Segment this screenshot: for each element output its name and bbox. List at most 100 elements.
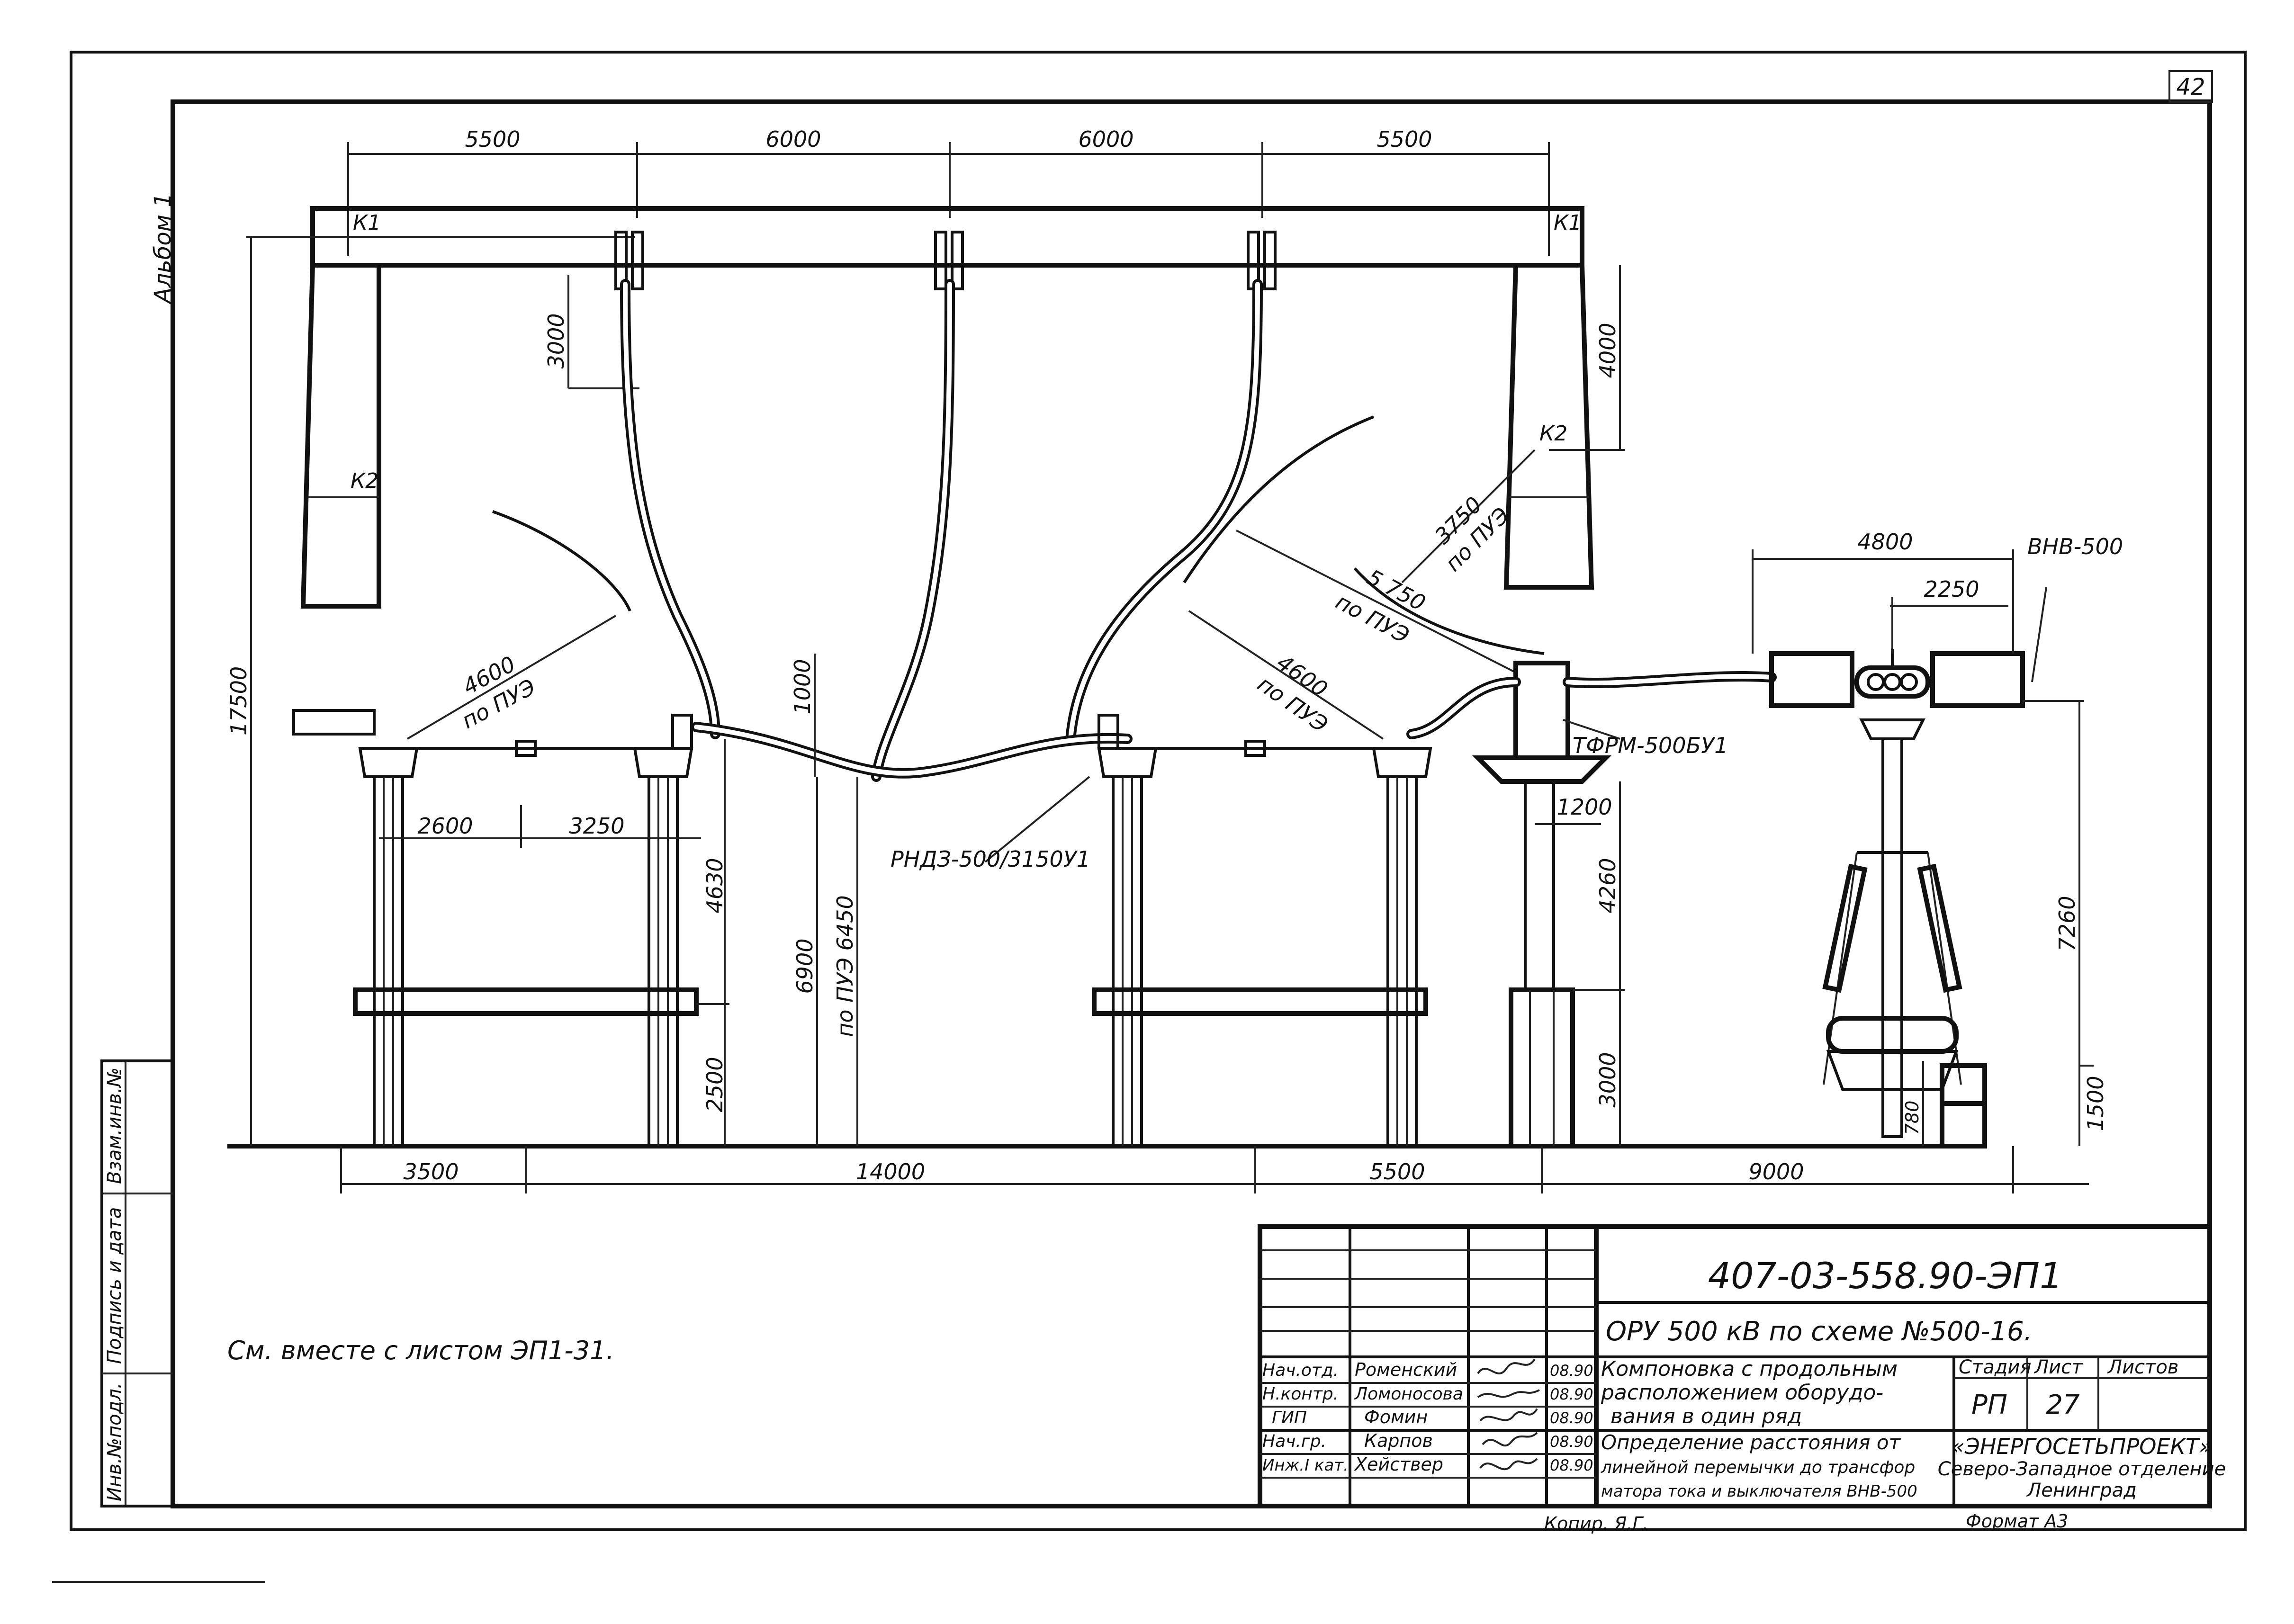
breaker-label: ВНВ-500 <box>2027 534 2123 559</box>
dim-4260: 4260 <box>1595 858 1620 913</box>
outer-frame <box>70 51 2247 1531</box>
inner-frame <box>171 99 2212 1508</box>
name-2: Ломоносова <box>1354 1384 1463 1404</box>
name-5: Хействер <box>1354 1454 1443 1475</box>
role-4: Нач.гр. <box>1262 1432 1326 1451</box>
org-city: Ленинград <box>2026 1480 2137 1501</box>
disconnector-left <box>353 714 699 1148</box>
disconnector-label: РНДЗ-500/3150У1 <box>891 846 1090 872</box>
radius-line <box>1401 449 1536 583</box>
k2-right-label: К2 <box>1539 422 1567 446</box>
incoming-conductor <box>292 709 376 736</box>
title1-line3: вания в один ряд <box>1610 1404 1802 1428</box>
role-5: Инж.I кат. <box>1262 1456 1349 1475</box>
dim-top-4: 5500 <box>1376 126 1432 152</box>
dim-6450: по ПУЭ 6450 <box>832 895 858 1037</box>
album-label: Альбом 1 <box>150 193 176 305</box>
dim-bottom-2: 14000 <box>856 1159 925 1184</box>
stage-value: РП <box>1971 1390 2007 1420</box>
dim-3250: 3250 <box>569 813 624 839</box>
sheets-header: Листов <box>2107 1356 2178 1378</box>
side-stamp: Инв.№подл. Подпись и дата Взам.инв.№ <box>100 1059 174 1507</box>
disconnector-right <box>1092 714 1432 1148</box>
dim-1000: 1000 <box>790 659 815 714</box>
role-3: ГИП <box>1272 1408 1307 1427</box>
signature-3 <box>1479 1408 1538 1422</box>
title2-line1: Определение расстояния от <box>1601 1431 1901 1454</box>
k2-left-label: К2 <box>351 469 378 493</box>
dropper-3 <box>1065 279 1263 744</box>
dim-3000: 3000 <box>543 313 569 368</box>
dropper-1 <box>620 279 720 739</box>
leader-line <box>984 776 1090 863</box>
date-3: 08.90 <box>1550 1409 1593 1427</box>
k1-right-label: К1 <box>1554 211 1582 235</box>
dim-780: 780 <box>1902 1101 1923 1135</box>
dim-bottom-1: 3500 <box>403 1159 459 1184</box>
sheet-number: 42 <box>2176 74 2205 100</box>
paper-format: Формат А3 <box>1966 1511 2068 1532</box>
clearance-arc-mid <box>1183 415 1375 583</box>
date-5: 08.90 <box>1550 1456 1593 1474</box>
dim-2500: 2500 <box>702 1057 728 1112</box>
dim-1200: 1200 <box>1556 794 1612 820</box>
dim-3000b: 3000 <box>1595 1052 1620 1107</box>
dim-top-3: 6000 <box>1078 126 1134 152</box>
dim-4800: 4800 <box>1857 529 1913 555</box>
sign-date-label: Подпись и дата <box>104 1207 126 1364</box>
dim-6900: 6900 <box>792 938 818 994</box>
dim-bottom-3: 5500 <box>1369 1159 1425 1184</box>
conductor-clamp <box>1244 740 1266 757</box>
dim-1500: 1500 <box>2083 1076 2108 1131</box>
dim-4630: 4630 <box>702 858 728 913</box>
ct-connection-left <box>1406 677 1521 739</box>
breaker-vnv500 <box>1769 649 2025 1148</box>
left-portal-column <box>300 263 381 609</box>
dim-bottom-4: 9000 <box>1748 1159 1804 1184</box>
transformer-label: ТФРМ-500БУ1 <box>1573 733 1728 758</box>
see-also-note: См. вместе с листом ЭП1-31. <box>227 1336 614 1365</box>
dim-2600: 2600 <box>417 813 473 839</box>
project-title: ОРУ 500 кВ по схеме №500-16. <box>1606 1316 2032 1347</box>
stage-header: Стадия <box>1959 1356 2031 1378</box>
sheet-value: 27 <box>2046 1390 2080 1420</box>
conductor-clamp <box>515 740 537 757</box>
clearance-arc-right <box>1353 567 1545 655</box>
radius-line <box>1188 610 1384 740</box>
dim-4000: 4000 <box>1595 323 1620 378</box>
dim-2250: 2250 <box>1924 576 1979 602</box>
dim-top-1: 5500 <box>465 126 520 152</box>
dropper-2 <box>871 279 955 782</box>
clearance-arc-left <box>492 510 631 612</box>
sheet-number-box <box>2168 70 2213 103</box>
date-1: 08.90 <box>1550 1362 1593 1380</box>
title-block: 407-03-558.90-ЭП1 ОРУ 500 кВ по схеме №5… <box>1258 1224 2226 1508</box>
date-2: 08.90 <box>1550 1385 1593 1403</box>
date-4: 08.90 <box>1550 1433 1593 1451</box>
inv-orig-label: Инв.№подл. <box>104 1382 126 1501</box>
dim-7260: 7260 <box>2054 896 2080 951</box>
radius-line <box>1236 529 1516 673</box>
role-2: Н.контр. <box>1262 1384 1339 1404</box>
name-4: Карпов <box>1364 1430 1433 1451</box>
lower-busbar <box>691 722 1133 779</box>
signature-4 <box>1482 1432 1538 1447</box>
name-1: Роменский <box>1355 1359 1457 1380</box>
signature-1 <box>1477 1358 1536 1374</box>
org-name: «ЭНЕРГОСЕТЬПРОЕКТ» <box>1951 1434 2212 1459</box>
role-1: Нач.отд. <box>1262 1361 1339 1380</box>
leader-line <box>2031 587 2047 682</box>
insulator-string-2 <box>934 231 964 290</box>
inv-repl-label: Взам.инв.№ <box>104 1068 126 1184</box>
signature-5 <box>1479 1458 1538 1471</box>
doc-code: 407-03-558.90-ЭП1 <box>1708 1255 2063 1297</box>
dim-17500: 17500 <box>226 666 252 736</box>
org-branch: Северо-Западное отделение <box>1938 1458 2226 1480</box>
title2-line2: линейной перемычки до трансфор <box>1601 1458 1915 1477</box>
sheet-header: Лист <box>2033 1356 2083 1378</box>
signature-2 <box>1477 1389 1540 1398</box>
leader-line <box>1563 719 1620 740</box>
insulator-string-3 <box>1247 231 1277 290</box>
